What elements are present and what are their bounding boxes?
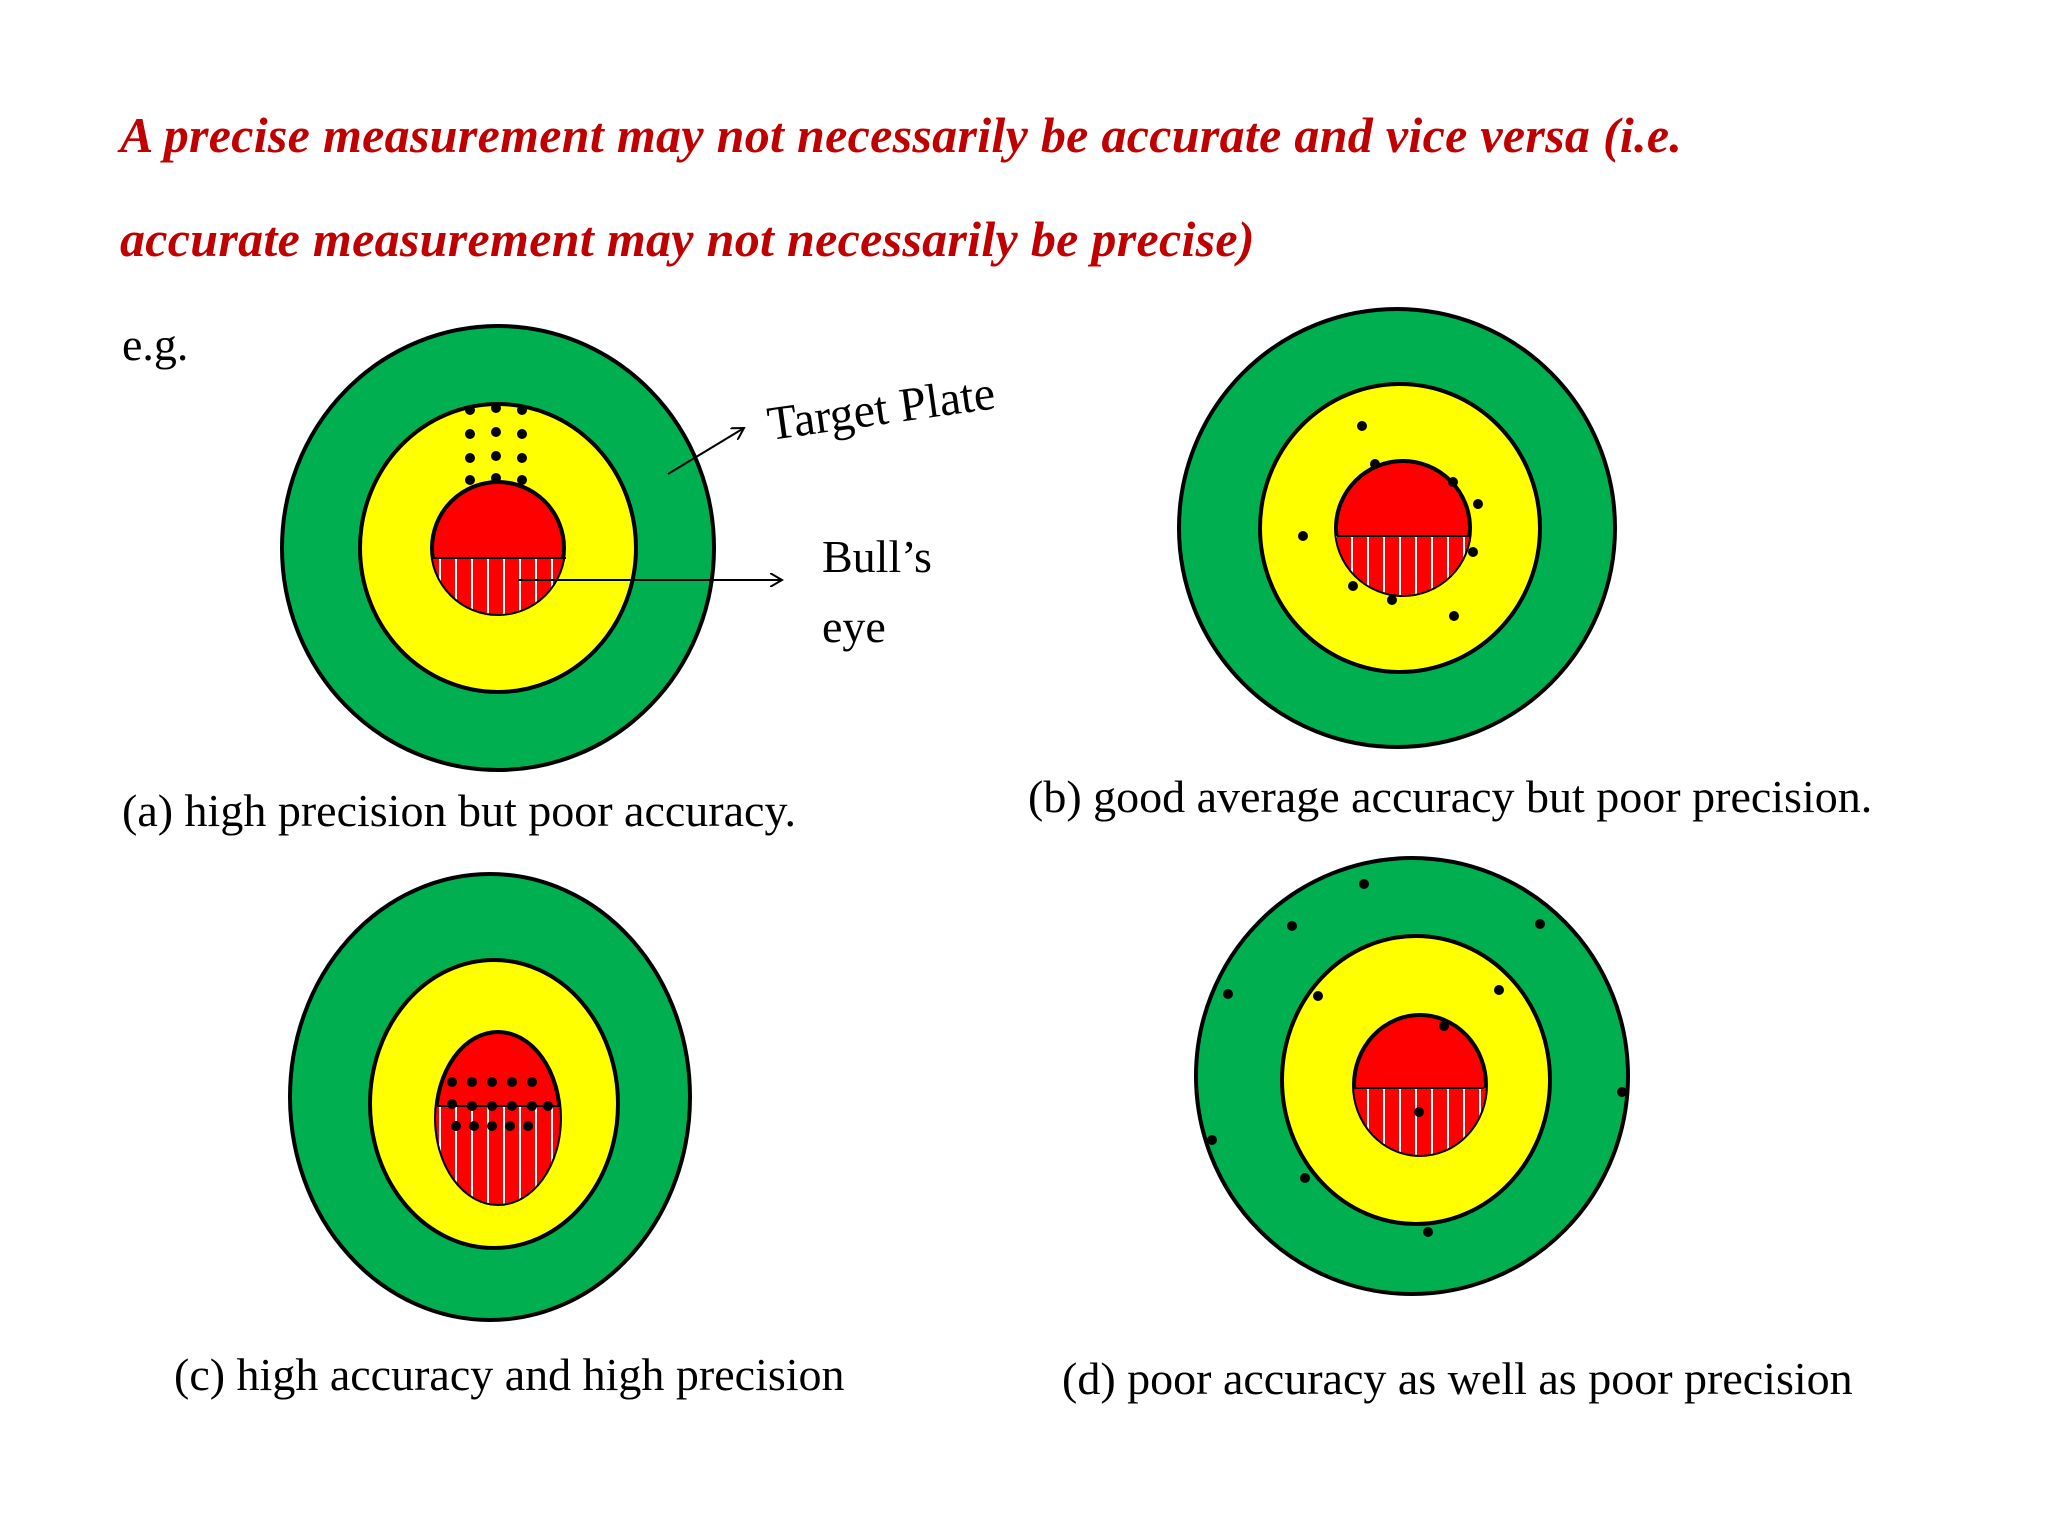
shot-mark: [491, 451, 501, 461]
shot-mark: [1494, 985, 1504, 995]
shot-mark: [1207, 1135, 1217, 1145]
shot-mark: [467, 1077, 477, 1087]
target-plate-arrow: [667, 428, 744, 475]
shot-mark: [517, 453, 527, 463]
shot-group-d: [1207, 879, 1627, 1237]
target-b: [1177, 307, 1617, 749]
shot-mark: [487, 1077, 497, 1087]
shot-mark: [469, 1121, 479, 1131]
shot-mark: [505, 1121, 515, 1131]
shot-mark: [1617, 1087, 1627, 1097]
shot-mark: [1414, 1107, 1424, 1117]
shot-mark: [447, 1099, 457, 1109]
shot-mark: [1348, 581, 1358, 591]
shot-mark: [1300, 1173, 1310, 1183]
shot-mark: [467, 1101, 477, 1111]
shot-mark: [523, 1121, 533, 1131]
caption-b: (b) good average accuracy but poor preci…: [1028, 771, 1873, 822]
shot-mark: [527, 1101, 537, 1111]
target-d: [1194, 856, 1630, 1296]
shot-mark: [487, 1121, 497, 1131]
shot-mark: [1387, 595, 1397, 605]
shot-mark: [543, 1101, 553, 1111]
shot-mark: [1357, 421, 1367, 431]
shot-mark: [465, 429, 475, 439]
shot-mark: [517, 429, 527, 439]
eg-label: e.g.: [122, 319, 189, 370]
bulls-eye-label-line-1: Bull’s: [822, 531, 932, 582]
shot-mark: [491, 403, 501, 413]
shot-mark: [1439, 1021, 1449, 1031]
shot-mark: [465, 405, 475, 415]
shot-mark: [1423, 1227, 1433, 1237]
caption-a: (a) high precision but poor accuracy.: [122, 785, 796, 836]
shot-mark: [491, 473, 501, 483]
shot-mark: [1298, 531, 1308, 541]
target-c: [288, 872, 692, 1322]
caption-c: (c) high accuracy and high precision: [174, 1349, 845, 1400]
bulls-eye-label-line-2: eye: [822, 601, 886, 652]
shot-mark: [1370, 459, 1380, 469]
shot-mark: [1468, 547, 1478, 557]
shot-mark: [447, 1077, 457, 1087]
heading-line-2: accurate measurement may not necessarily…: [120, 211, 1255, 267]
shot-mark: [1535, 919, 1545, 929]
shot-group-a: [465, 403, 527, 485]
target-a: [280, 324, 716, 772]
shot-mark: [487, 1101, 497, 1111]
shot-mark: [507, 1101, 517, 1111]
shot-mark: [1287, 921, 1297, 931]
shot-mark: [527, 1077, 537, 1087]
shot-mark: [1313, 991, 1323, 1001]
shot-mark: [1473, 499, 1483, 509]
target-plate-label: Target Plate: [764, 367, 998, 451]
shot-mark: [1223, 989, 1233, 999]
shot-mark: [451, 1121, 461, 1131]
shot-mark: [491, 427, 501, 437]
shot-mark: [465, 475, 475, 485]
shot-mark: [1448, 477, 1458, 487]
shot-mark: [517, 405, 527, 415]
shot-mark: [517, 475, 527, 485]
heading-line-1: A precise measurement may not necessaril…: [120, 107, 1683, 163]
caption-d: (d) poor accuracy as well as poor precis…: [1062, 1353, 1853, 1404]
shot-mark: [507, 1077, 517, 1087]
shot-group-c: [447, 1077, 553, 1131]
shot-mark: [465, 453, 475, 463]
shot-mark: [1359, 879, 1369, 889]
shot-group-b: [1298, 421, 1483, 621]
shot-mark: [1449, 611, 1459, 621]
